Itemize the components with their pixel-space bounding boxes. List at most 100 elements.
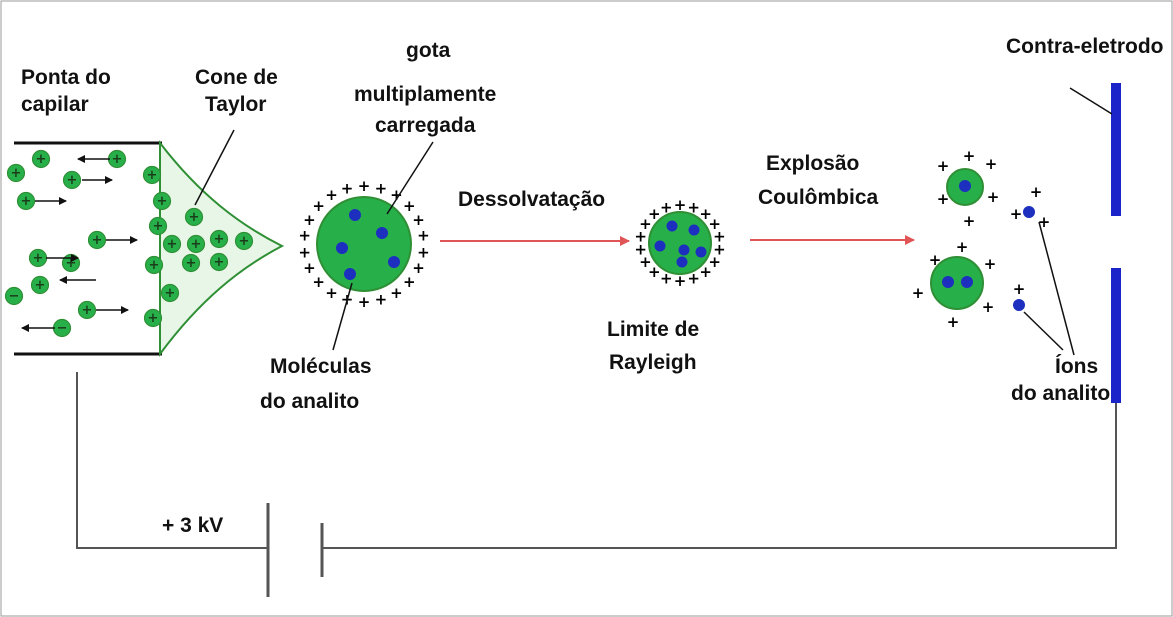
analyte-molecule-dot (695, 246, 707, 258)
ion-droplet (30, 275, 50, 295)
positive-charge-symbol: + (648, 263, 661, 281)
leader-lines (194, 87, 1113, 356)
positive-charge-symbol: + (298, 243, 311, 261)
charged-droplet-label-3: carregada (375, 114, 476, 137)
positive-charge-symbol: + (341, 179, 354, 197)
analyte-molecule-dot (344, 268, 356, 280)
positive-charge-symbol: + (66, 256, 77, 271)
positive-charge-symbol: + (929, 251, 942, 269)
ion-droplet (162, 234, 182, 254)
positive-charge-symbol: + (148, 311, 159, 326)
analyte-molecule-dot (336, 242, 348, 254)
taylor-cone-shape (159, 140, 285, 358)
analyte-molecule-dot (688, 224, 700, 236)
positive-charge-symbol: + (189, 210, 200, 225)
analyte-molecules-label-1: Moléculas (270, 355, 372, 378)
battery-symbol (266, 503, 324, 597)
positive-charge-symbol: + (412, 259, 425, 277)
positive-charge-symbol: + (67, 173, 78, 188)
positive-charge-symbol: + (11, 166, 22, 181)
analyte-molecule-dot (654, 240, 666, 252)
positive-charge-symbol: + (298, 227, 311, 245)
positive-charge-symbol: + (191, 237, 202, 252)
positive-charge-symbol: + (713, 227, 726, 245)
positive-charge-symbol: + (21, 194, 32, 209)
positive-charge-symbol: + (1010, 205, 1023, 223)
capillary-tip-label-2: capilar (21, 93, 89, 116)
positive-charge-symbol: + (186, 256, 197, 271)
positive-charge-symbol: + (358, 177, 371, 195)
negative-charge-symbol: − (57, 321, 68, 336)
positive-charge-symbol: + (1013, 280, 1026, 298)
ion-droplet (16, 191, 36, 211)
positive-charge-symbol: + (239, 234, 250, 249)
positive-charge-symbol: + (312, 273, 325, 291)
positive-charge-symbol: + (82, 303, 93, 318)
positive-charge-symbol: + (214, 232, 225, 247)
ion-droplet (142, 165, 162, 185)
analyte-molecule-dot (678, 244, 690, 256)
charged-droplet: ++++++++++++++++++++++ (298, 177, 429, 311)
analyte-molecule-dot (349, 209, 361, 221)
positive-charge-symbol: + (947, 313, 960, 331)
positive-charge-symbol: + (708, 253, 721, 271)
positive-charge-symbol: + (687, 270, 700, 288)
analyte-molecule-dot (676, 256, 688, 268)
positive-charge-symbol: + (937, 157, 950, 175)
positive-charge-symbol: + (1030, 183, 1043, 201)
ion-droplet (4, 286, 24, 306)
offspring-droplet-top (946, 168, 984, 206)
analyte-molecules-label-2: do analito (260, 390, 359, 413)
positive-charge-symbol: + (417, 243, 430, 261)
positive-charge-symbol: + (634, 241, 647, 259)
ion-droplet (6, 163, 26, 183)
capillary-tip-label-1: Ponta do (21, 66, 111, 89)
analyte-molecule-dot (388, 256, 400, 268)
offspring-droplet-bottom (930, 256, 984, 310)
positive-charge-symbol: + (33, 251, 44, 266)
positive-charge-symbol: + (639, 253, 652, 271)
voltage-label: + 3 kV (162, 514, 223, 537)
positive-charge-symbol: + (147, 168, 158, 183)
rayleigh-limit-label-1: Limite de (607, 318, 699, 341)
analyte-ions-label-1: Íons (1055, 355, 1098, 378)
analyte-molecule-dot (376, 227, 388, 239)
positive-charge-symbol: + (713, 241, 726, 259)
positive-charge-symbol: + (149, 258, 160, 273)
capillary-ions: ++++++−+−++++++++++++++++ (4, 149, 254, 338)
circuit-wire (76, 372, 1117, 549)
positive-charge-symbol: + (937, 190, 950, 208)
ion-droplet (160, 283, 180, 303)
desolvation-label: Dessolvatação (458, 188, 605, 211)
ion-droplet (184, 207, 204, 227)
positive-charge-symbol: + (167, 237, 178, 252)
charged-droplet-label-1: gota (406, 39, 451, 62)
positive-charge-symbol: + (112, 152, 123, 167)
positive-charge-symbol: + (36, 152, 47, 167)
positive-charge-symbol: + (912, 284, 925, 302)
rayleigh-limit-label-2: Rayleigh (609, 351, 697, 374)
rayleigh-droplet: ++++++++++++++++++ (634, 196, 725, 290)
coulomb-explosion-label-1: Explosão (766, 152, 859, 175)
positive-charge-symbol: + (987, 188, 1000, 206)
positive-charge-symbol: + (312, 197, 325, 215)
positive-charge-symbol: + (674, 272, 687, 290)
coulomb-explosion-label-2: Coulômbica (758, 186, 878, 209)
ion-droplet (143, 308, 163, 328)
positive-charge-symbol: + (699, 205, 712, 223)
positive-charge-symbol: + (660, 198, 673, 216)
positive-charge-symbol: + (417, 227, 430, 245)
taylor-cone-label-1: Cone de (195, 66, 278, 89)
positive-charge-symbol: + (985, 155, 998, 173)
counter-electrode-label: Contra-eletrodo (1006, 35, 1164, 58)
taylor-cone-label-2: Taylor (205, 93, 266, 116)
offspring-charges: ++++++++++++++++ (912, 147, 1051, 331)
positive-charge-symbol: + (403, 273, 416, 291)
positive-charge-symbol: + (639, 215, 652, 233)
rayleigh-analyte-dots (654, 220, 707, 268)
ion-droplet (234, 231, 254, 251)
positive-charge-symbol: + (92, 233, 103, 248)
positive-charge-symbol: + (984, 255, 997, 273)
